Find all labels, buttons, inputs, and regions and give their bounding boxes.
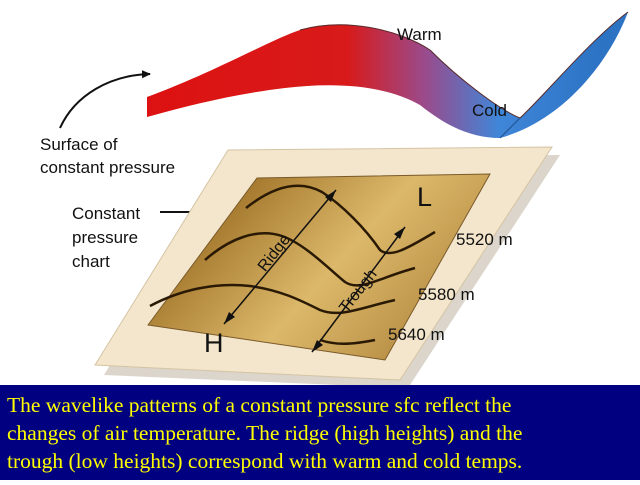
- ridge-axis: [223, 189, 337, 325]
- high-pressure-marker: H: [204, 328, 224, 358]
- low-pressure-marker: L: [417, 182, 432, 212]
- chart-label-line1: Constant: [72, 204, 141, 223]
- caption-box: The wavelike patterns of a constant pres…: [0, 385, 640, 480]
- trough-arrowhead-bottom: [312, 340, 323, 352]
- chart-label-line3: chart: [72, 252, 110, 271]
- surface-label-line2: constant pressure: [40, 158, 176, 177]
- cold-label: Cold: [472, 101, 507, 120]
- contour-line: [204, 232, 416, 287]
- ridge-arrowhead-bottom: [224, 312, 235, 324]
- constant-pressure-surface: [147, 12, 628, 138]
- surface-pointer-arrow: [59, 70, 151, 129]
- trough-arrowhead-top: [394, 227, 405, 239]
- contour-label-5640: 5640 m: [388, 325, 445, 344]
- caption-line: changes of air temperature. The ridge (h…: [7, 421, 523, 445]
- trough-axis: [311, 226, 406, 353]
- ridge-arrowhead-top: [325, 190, 336, 202]
- caption-line: The wavelike patterns of a constant pres…: [7, 393, 512, 417]
- warm-label: Warm: [397, 25, 442, 44]
- caption-line: trough (low heights) correspond with war…: [7, 449, 523, 473]
- contour-line: [149, 283, 396, 315]
- chart-label-line2: pressure: [72, 228, 139, 247]
- surface-side-edge: [499, 117, 521, 139]
- contour-line: [245, 184, 436, 255]
- surface-upper-fold: [299, 11, 629, 119]
- contour-label-5520: 5520 m: [456, 230, 513, 249]
- contour-line: [319, 338, 376, 345]
- contour-label-5580: 5580 m: [418, 285, 475, 304]
- surface-label-line1: Surface of: [40, 135, 118, 154]
